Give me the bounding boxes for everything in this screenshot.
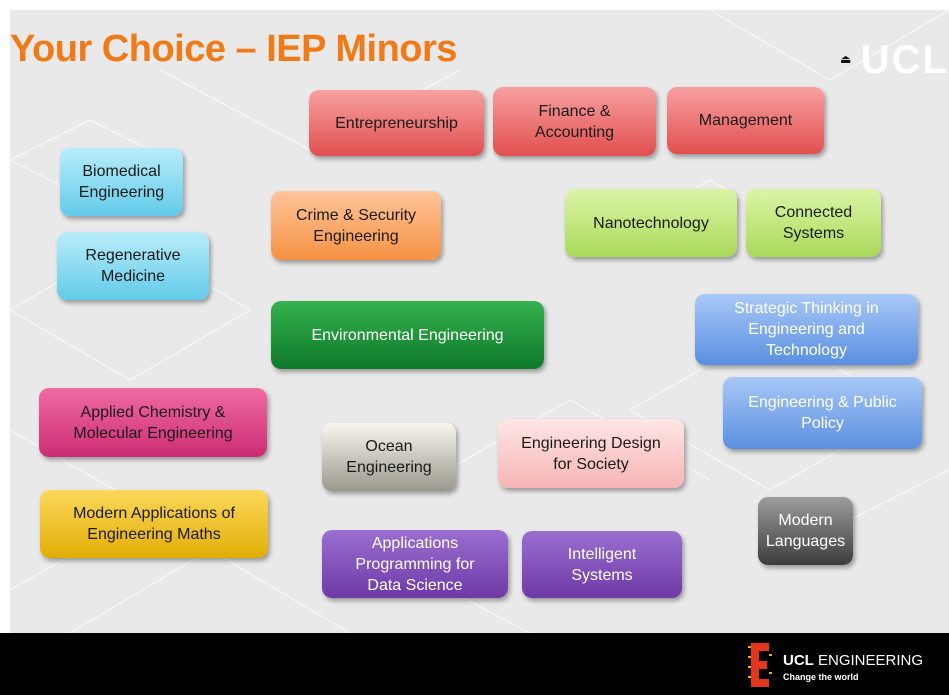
minor-modern-languages: Modern Languages: [758, 497, 853, 565]
minor-finance-accounting: Finance & Accounting: [493, 87, 656, 156]
minor-biomedical-engineering: Biomedical Engineering: [60, 148, 183, 216]
slide: Your Choice – IEP Minors ⏏ UCL Entrepren…: [10, 10, 949, 633]
ucl-engineering-logo-icon: [748, 643, 772, 687]
brand-rest: ENGINEERING: [813, 652, 924, 669]
minor-management: Management: [667, 87, 824, 154]
minor-strategic-thinking: Strategic Thinking in Engineering and Te…: [695, 294, 918, 365]
minor-connected-systems: Connected Systems: [746, 189, 881, 257]
tagline: Change the world: [783, 672, 859, 682]
minor-environmental-engineering: Environmental Engineering: [271, 301, 544, 369]
minor-ocean-engineering: Ocean Engineering: [322, 423, 456, 491]
ucl-engineering-text: UCL ENGINEERING: [783, 652, 923, 669]
slide-title: Your Choice – IEP Minors: [10, 28, 457, 70]
minor-modern-applications-maths: Modern Applications of Engineering Maths: [40, 490, 268, 558]
minor-regenerative-medicine: Regenerative Medicine: [57, 232, 209, 300]
minor-entrepreneurship: Entrepreneurship: [309, 90, 484, 156]
minor-crime-security-engineering: Crime & Security Engineering: [271, 191, 441, 260]
minor-applied-chemistry: Applied Chemistry & Molecular Engineerin…: [39, 388, 267, 457]
ucl-logo-text: UCL: [860, 38, 949, 82]
eject-icon: ⏏: [840, 52, 852, 66]
minor-engineering-public-policy: Engineering & Public Policy: [723, 377, 922, 449]
brand-bold: UCL: [783, 652, 814, 669]
minor-engineering-design-for-society: Engineering Design for Society: [498, 419, 684, 488]
minor-applications-programming: Applications Programming for Data Scienc…: [322, 530, 508, 598]
left-edge: [0, 10, 10, 633]
footer-bar: UCL ENGINEERING Change the world: [0, 633, 949, 695]
minor-intelligent-systems: Intelligent Systems: [522, 531, 682, 598]
minor-nanotechnology: Nanotechnology: [565, 189, 737, 257]
